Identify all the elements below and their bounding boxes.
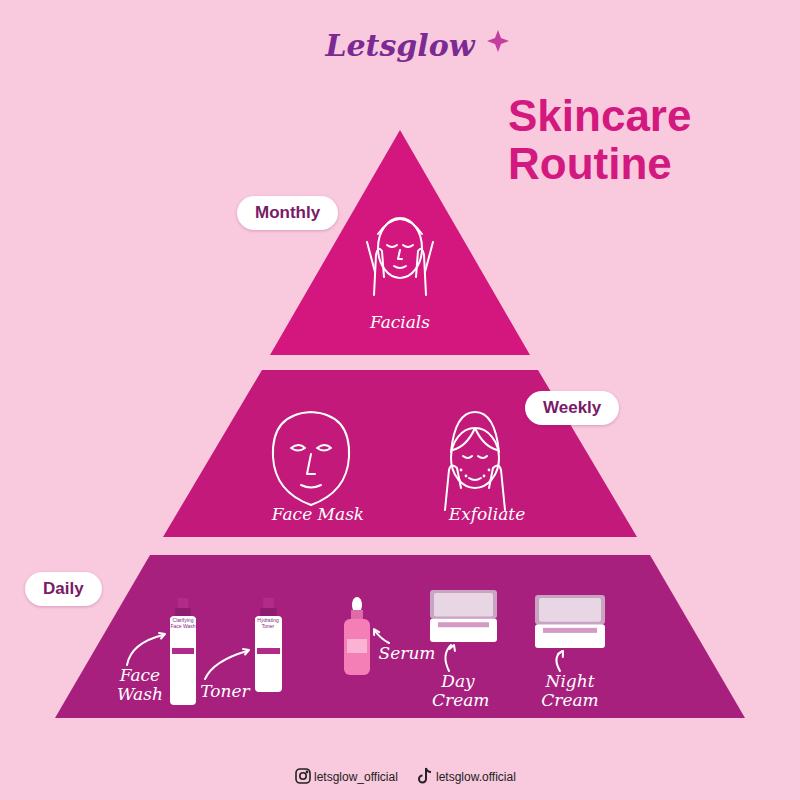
frequency-pill: Weekly <box>525 391 619 425</box>
product-name: Clarifying Face Wash <box>170 618 196 629</box>
frequency-pill: Monthly <box>237 196 338 230</box>
step-label: Toner <box>200 682 249 701</box>
face-mask-icon <box>273 412 349 505</box>
sparkle <box>487 30 509 52</box>
social-handle: letsglow.official <box>436 770 516 784</box>
instagram-icon <box>296 769 310 783</box>
serum-bottle <box>344 597 370 675</box>
facial-icon <box>367 218 433 295</box>
brand-logo: Letsglow <box>300 28 500 63</box>
face-wash-bottle <box>170 598 196 705</box>
day-cream-jar <box>430 590 497 642</box>
social-handle: letsglow_official <box>314 770 398 784</box>
step-label: Serum <box>379 644 436 663</box>
leader-line <box>205 649 249 679</box>
step-label: Day Cream <box>432 672 484 709</box>
step-label: Exfoliate <box>449 505 525 524</box>
toner-bottle <box>255 598 282 692</box>
frequency-pill: Daily <box>25 572 102 606</box>
leader-line <box>445 645 454 671</box>
pyramid-band: Facials <box>270 130 530 355</box>
step-label: Night Cream <box>540 672 600 709</box>
leader-line <box>374 629 389 643</box>
step-label: Face Wash <box>114 666 166 703</box>
frequency-label: Monthly <box>255 203 320 222</box>
exfoliate-icon <box>445 412 505 510</box>
title: Skincare Routine <box>508 92 758 187</box>
night-cream-jar <box>535 595 605 648</box>
pyramid-band: Face Wash Toner SerumDay Cream Night Cream <box>55 555 745 718</box>
leader-line <box>127 633 165 665</box>
tiktok-icon <box>419 768 431 783</box>
frequency-label: Daily <box>43 579 84 598</box>
step-label: Facials <box>370 313 430 332</box>
frequency-label: Weekly <box>543 398 601 417</box>
step-label: Face Mask <box>272 505 364 524</box>
leader-line <box>556 651 563 671</box>
product-name: Hydrating Toner <box>255 618 281 629</box>
scrub-dots <box>458 469 493 482</box>
